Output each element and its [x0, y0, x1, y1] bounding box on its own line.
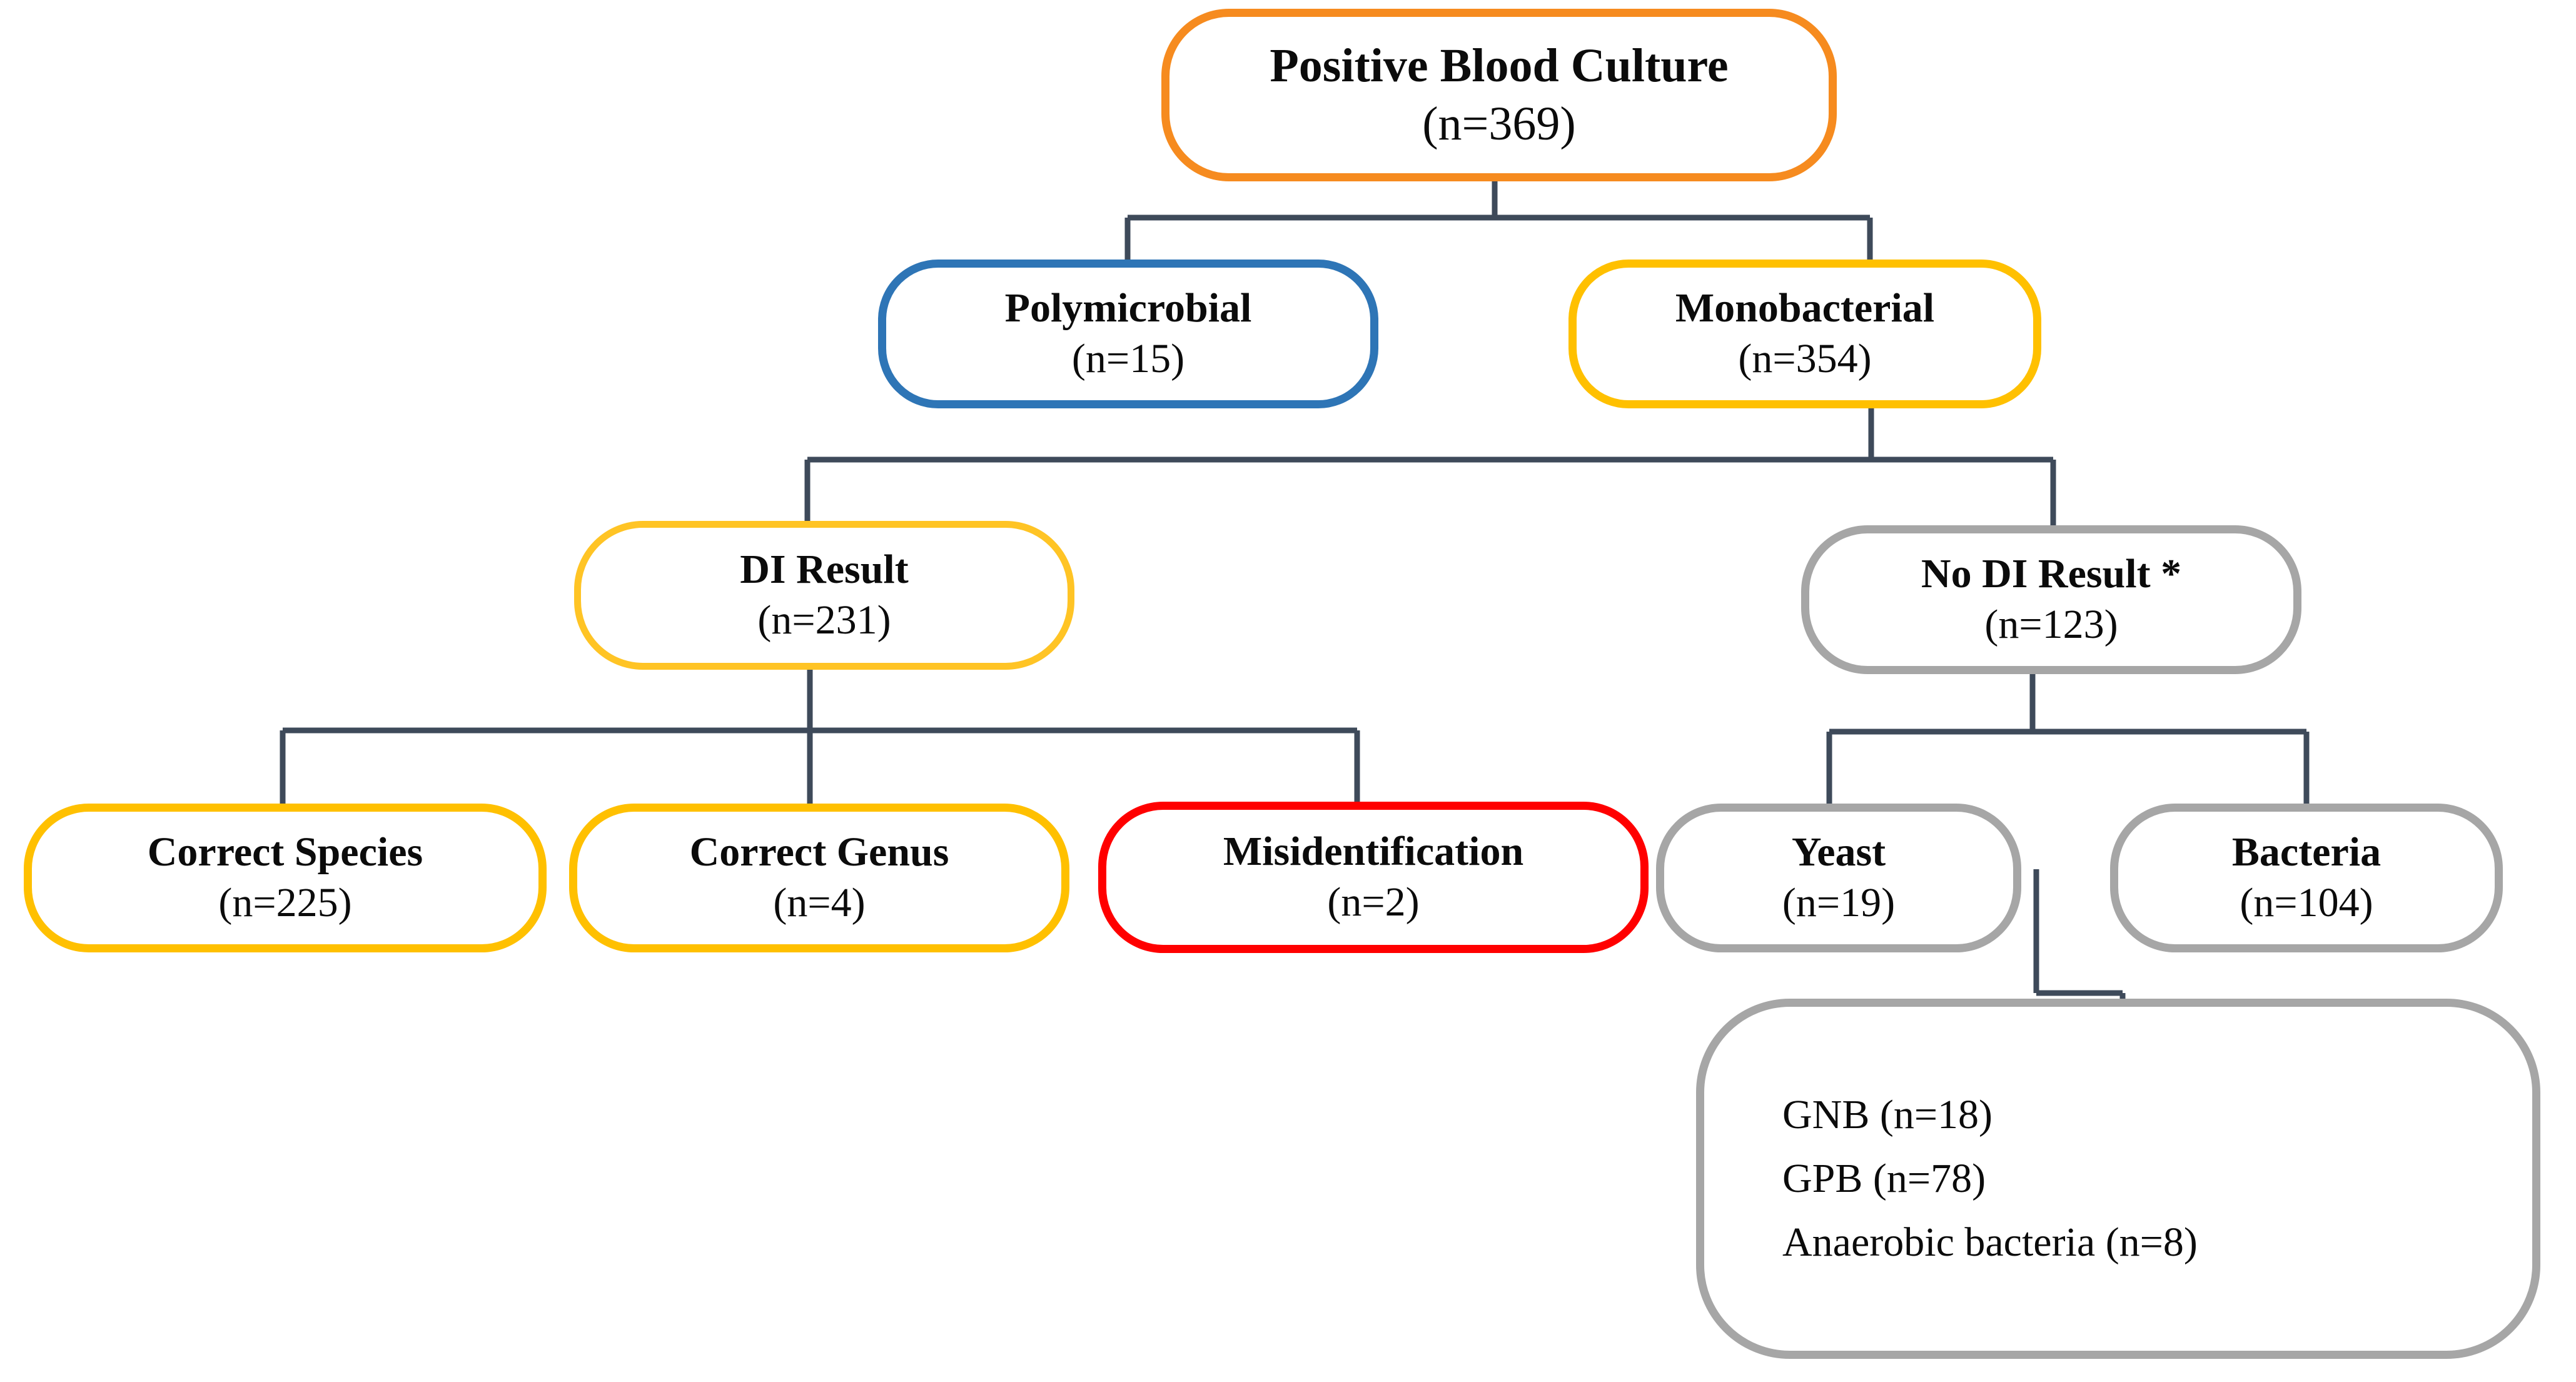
node-count: (n=2)	[1327, 879, 1420, 925]
node-correct-species[interactable]: Correct Species (n=225)	[24, 804, 547, 952]
node-count: (n=225)	[218, 880, 352, 926]
node-label: Bacteria	[2231, 829, 2382, 875]
node-count: (n=369)	[1422, 98, 1576, 150]
node-yeast[interactable]: Yeast (n=19)	[1656, 804, 2021, 952]
node-bacteria[interactable]: Bacteria (n=104)	[2110, 804, 2503, 952]
node-misidentification[interactable]: Misidentification (n=2)	[1098, 802, 1649, 953]
breakdown-line-gpb: GPB (n=78)	[1782, 1155, 1986, 1201]
node-positive-blood-culture[interactable]: Positive Blood Culture (n=369)	[1161, 9, 1837, 181]
node-count: (n=231)	[757, 597, 891, 643]
node-monobacterial[interactable]: Monobacterial (n=354)	[1568, 260, 2041, 408]
node-correct-genus[interactable]: Correct Genus (n=4)	[569, 804, 1069, 952]
node-label: Monobacterial	[1675, 285, 1935, 331]
node-count: (n=4)	[773, 880, 866, 926]
node-count: (n=354)	[1738, 336, 1872, 381]
node-bacteria-breakdown[interactable]: GNB (n=18) GPB (n=78) Anaerobic bacteria…	[1696, 999, 2540, 1359]
node-count: (n=123)	[1984, 602, 2118, 647]
node-label: DI Result	[740, 547, 909, 593]
node-count: (n=19)	[1782, 880, 1896, 926]
breakdown-line-gnb: GNB (n=18)	[1782, 1091, 1993, 1137]
node-label: No DI Result *	[1921, 551, 2182, 597]
node-di-result[interactable]: DI Result (n=231)	[574, 521, 1074, 670]
node-label: Misidentification	[1223, 829, 1524, 875]
node-label: Correct Species	[147, 829, 423, 875]
node-no-di-result[interactable]: No DI Result * (n=123)	[1801, 525, 2301, 674]
node-count: (n=104)	[2240, 880, 2373, 926]
node-polymicrobial[interactable]: Polymicrobial (n=15)	[878, 260, 1378, 408]
node-label: Positive Blood Culture	[1270, 39, 1729, 93]
node-label: Correct Genus	[689, 829, 949, 875]
node-label: Yeast	[1791, 829, 1886, 875]
node-count: (n=15)	[1071, 336, 1185, 381]
breakdown-line-anaerobic: Anaerobic bacteria (n=8)	[1782, 1219, 2198, 1266]
node-label: Polymicrobial	[1004, 285, 1252, 331]
